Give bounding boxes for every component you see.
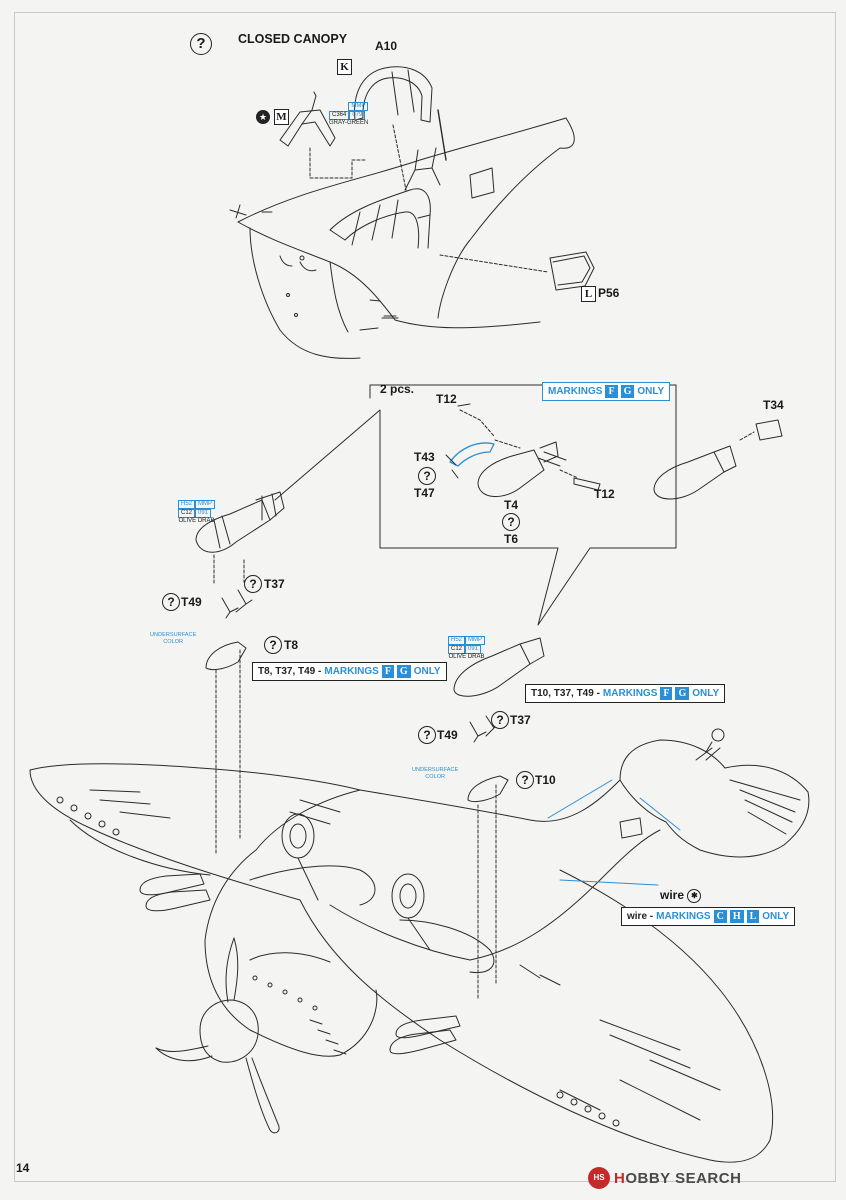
watermark: HS HOBBY SEARCH: [588, 1167, 741, 1189]
markings-fg-only-badge: MARKINGS F G ONLY: [542, 382, 671, 401]
help-icon: ?: [502, 513, 520, 531]
part-t47-label: T47: [414, 486, 435, 500]
help-icon: ?: [418, 726, 436, 744]
part-t43-label: T43: [414, 450, 435, 464]
part-t12-label: T12: [436, 392, 457, 406]
photoetch-star-icon: ✱: [687, 888, 702, 903]
page-number: 14: [16, 1161, 30, 1175]
part-t34-label: T34: [763, 398, 784, 412]
help-icon: ?: [516, 771, 534, 789]
t10-markings-note: T10, T37, T49 - MARKINGS F G ONLY: [525, 684, 726, 703]
page-frame: [14, 12, 836, 1182]
sprue-l-icon: L: [581, 286, 596, 302]
help-icon: ?: [162, 593, 180, 611]
aircraft-underside-drawing: [29, 728, 810, 1163]
bomb-callout-bubble: [195, 384, 783, 1001]
help-icon: ?: [244, 575, 262, 593]
part-t4-label: T4: [504, 498, 519, 512]
wire-markings-note: wire - MARKINGS C H L ONLY: [621, 907, 796, 926]
watermark-text: HOBBY SEARCH: [614, 1169, 742, 1187]
t8-markings-note: T8, T37, T49 - MARKINGS F G ONLY: [252, 662, 447, 681]
part-t49-label: T49: [437, 728, 458, 742]
part-t10-label: T10: [535, 773, 556, 787]
help-icon: ?: [418, 467, 436, 485]
wire-label: wire ✱: [660, 888, 702, 903]
part-t6-label: T6: [504, 532, 519, 546]
help-icon: ?: [264, 636, 282, 654]
help-icon: ?: [491, 711, 509, 729]
part-t49-label: T49: [181, 595, 202, 609]
sprue-k-icon: K: [337, 59, 352, 75]
part-p56-label: P56: [598, 286, 620, 300]
part-t37-label: T37: [264, 577, 285, 591]
help-icon: ?: [190, 33, 212, 55]
section-title: CLOSED CANOPY: [238, 32, 348, 46]
watermark-logo-icon: HS: [588, 1167, 610, 1189]
two-pieces-note: 2 pcs.: [380, 382, 415, 396]
part-t37-label: T37: [510, 713, 531, 727]
part-t8-label: T8: [284, 638, 299, 652]
part-a10-label: A10: [375, 39, 398, 53]
cockpit-detail-drawing: [229, 66, 595, 359]
sprue-m-icon: M: [274, 109, 289, 125]
part-t12-label: T12: [594, 487, 615, 501]
photoetch-star-icon: ★: [256, 110, 270, 124]
